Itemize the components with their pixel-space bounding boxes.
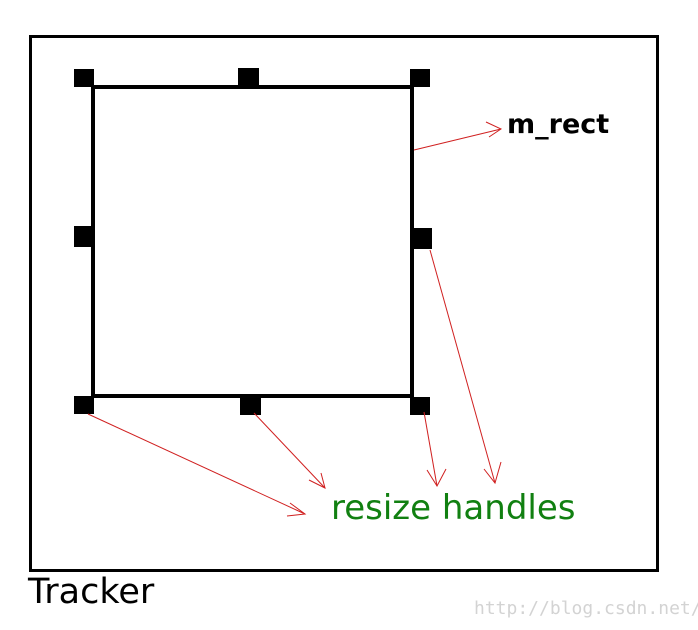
tracker-frame [29,35,659,572]
resize-handle-top-middle[interactable] [238,68,259,86]
resize-handle-bottom-right[interactable] [410,397,430,415]
resize-handles-label: resize handles [331,488,576,528]
resize-handle-top-left[interactable] [74,69,94,87]
m-rect-label: m_rect [507,109,610,140]
pointer-arrow-bottom-middle [253,412,326,489]
m-rect-rectangle [91,85,414,398]
tracker-label: Tracker [28,572,155,612]
pointer-arrow-bottom-right [423,411,447,488]
pointer-arrow-bottom-left [87,413,307,517]
resize-handle-bottom-left[interactable] [74,396,94,414]
watermark: http://blog.csdn.net/ [474,598,698,619]
pointer-arrow-middle-right [429,249,502,485]
resize-handle-top-right[interactable] [410,69,430,87]
resize-handle-middle-left[interactable] [74,226,94,247]
resize-handle-bottom-middle[interactable] [240,397,261,415]
resize-handle-middle-right[interactable] [412,228,432,249]
pointer-arrow-m-rect [413,121,503,151]
